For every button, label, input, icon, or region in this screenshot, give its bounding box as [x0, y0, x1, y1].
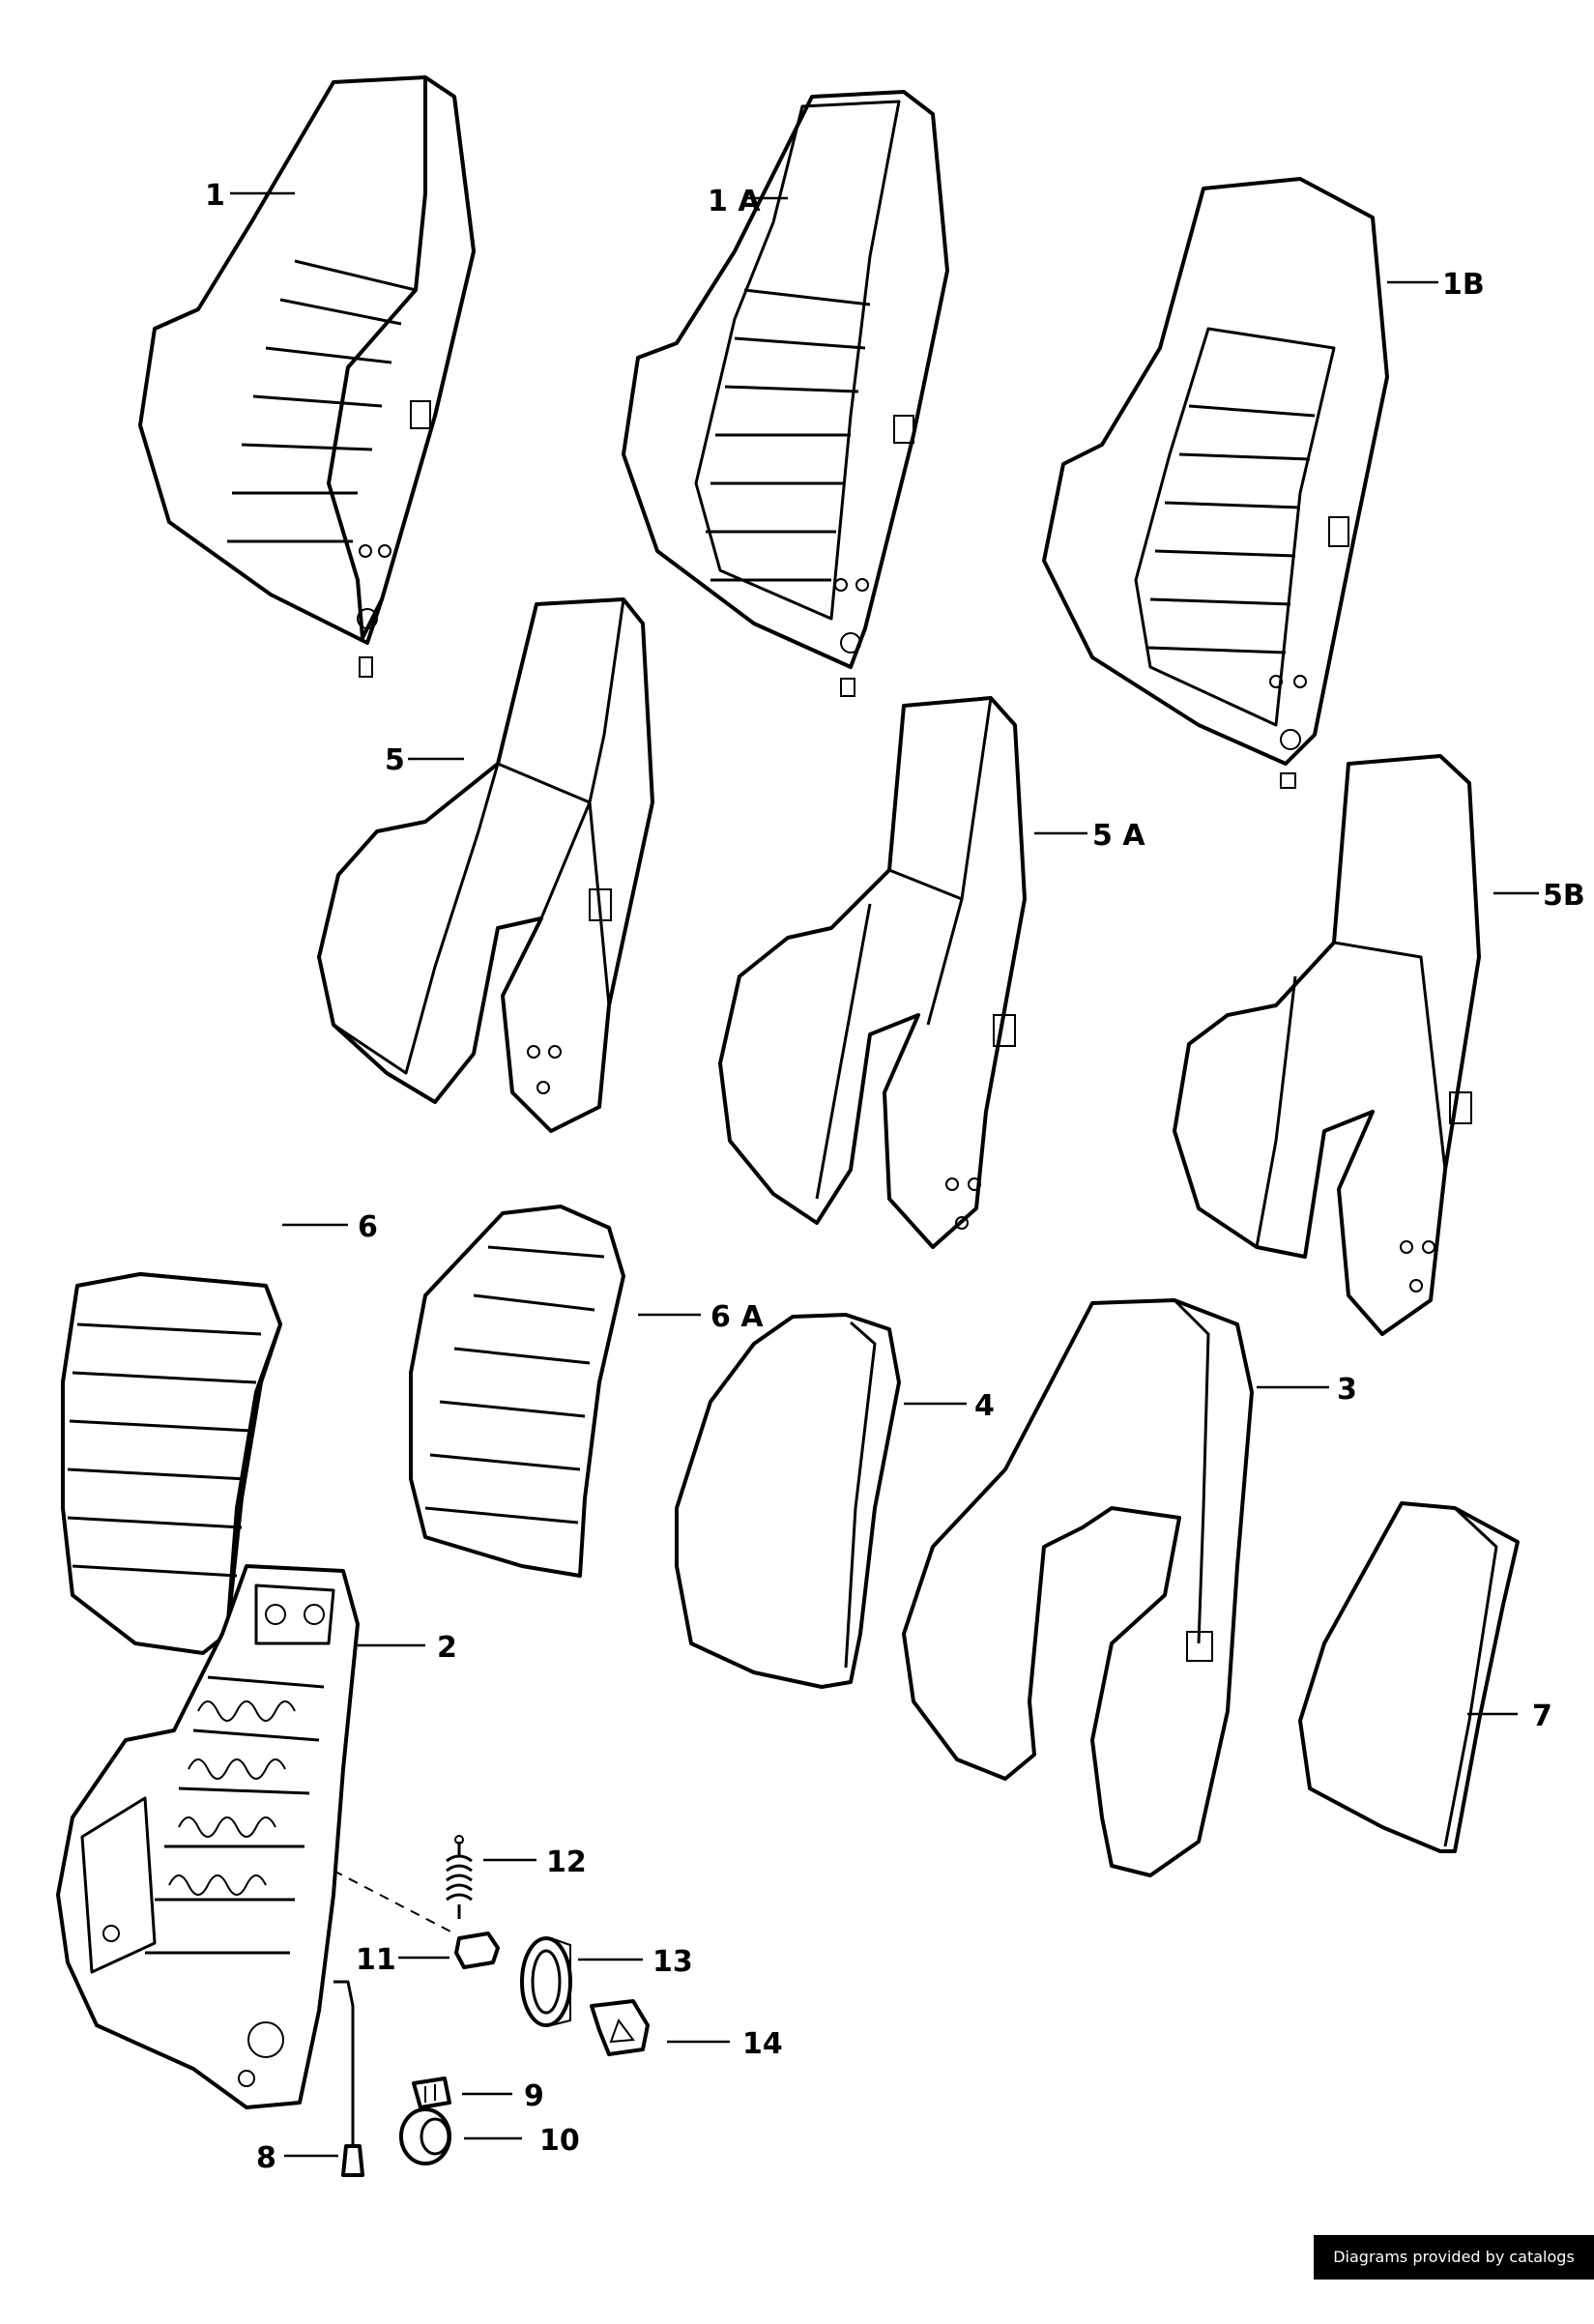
part-6-insert: [61, 1272, 282, 1655]
part-6A-insert: [409, 1205, 625, 1578]
part-1A-backrest: [622, 90, 949, 697]
label-6: 6: [358, 1210, 378, 1244]
label-9: 9: [524, 2079, 544, 2113]
guide-line: [333, 1870, 455, 1934]
part-4-foam: [675, 1313, 901, 1689]
part-13-grommet: [520, 1936, 572, 2027]
label-2: 2: [437, 1631, 457, 1665]
part-1-backrest: [138, 75, 476, 678]
part-10-bushing: [399, 2107, 451, 2165]
label-4: 4: [974, 1389, 995, 1423]
footer-credit: Diagrams provided by catalogs parts: [1314, 2235, 1594, 2310]
part-3-foam-pad: [902, 1298, 1254, 1877]
label-13: 13: [652, 1945, 693, 1979]
part-9-clip: [412, 2077, 451, 2109]
label-1A: 1 A: [708, 185, 761, 218]
label-1: 1: [205, 179, 225, 213]
part-2-frame: [56, 1564, 360, 2109]
part-14-bracket: [590, 1999, 650, 2056]
label-5A: 5 A: [1092, 819, 1145, 853]
part-11-clip: [454, 1932, 500, 1969]
label-10: 10: [539, 2124, 580, 2158]
label-3: 3: [1337, 1373, 1357, 1407]
part-7-panel: [1298, 1501, 1520, 1853]
label-14: 14: [742, 2027, 783, 2061]
part-5-backrest-cover: [317, 597, 654, 1133]
label-6A: 6 A: [710, 1300, 764, 1334]
label-1B: 1B: [1442, 268, 1485, 302]
label-11: 11: [356, 1943, 396, 1977]
part-1B-backrest: [1042, 177, 1389, 789]
part-12-spring: [446, 1835, 473, 1919]
part-5B-backrest-cover: [1173, 754, 1481, 1336]
label-5: 5: [385, 743, 405, 777]
part-8-rod: [333, 1980, 364, 2177]
label-5B: 5B: [1543, 879, 1585, 913]
part-5A-backrest-cover: [718, 696, 1027, 1249]
label-7: 7: [1532, 1699, 1552, 1733]
label-12: 12: [546, 1845, 587, 1879]
label-8: 8: [256, 2141, 276, 2175]
